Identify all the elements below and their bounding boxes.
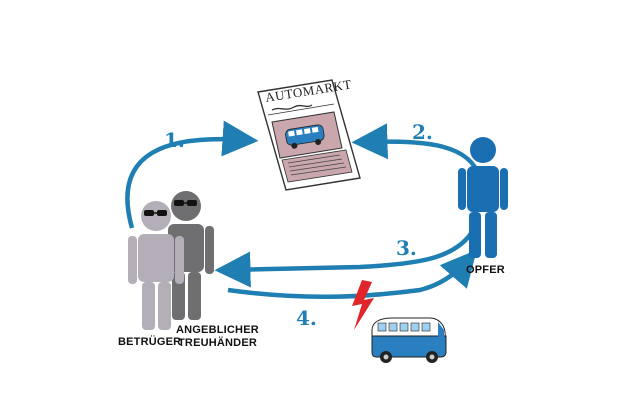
victim-icon xyxy=(458,137,508,258)
scammer-icon xyxy=(128,201,184,330)
newspaper-icon: AUTOMARKT xyxy=(257,76,361,191)
step-3-number: 3. xyxy=(396,236,417,260)
arrow-step-1 xyxy=(125,120,259,229)
arrow-step-3 xyxy=(214,230,474,288)
trustee-icon xyxy=(168,191,214,320)
betrueger-label: BETRÜGER xyxy=(118,336,182,348)
opfer-label: OPFER xyxy=(466,264,505,276)
lightning-icon xyxy=(352,280,374,330)
arrow-step-4 xyxy=(227,249,477,299)
treuhaender-label-line1: ANGEBLICHER xyxy=(176,324,259,336)
step-2-number: 2. xyxy=(412,120,433,144)
van-icon xyxy=(371,317,447,363)
step-4-number: 4. xyxy=(296,306,317,330)
step-1-number: 1. xyxy=(164,128,185,152)
treuhaender-label-line2: TREUHÄNDER xyxy=(178,337,257,349)
